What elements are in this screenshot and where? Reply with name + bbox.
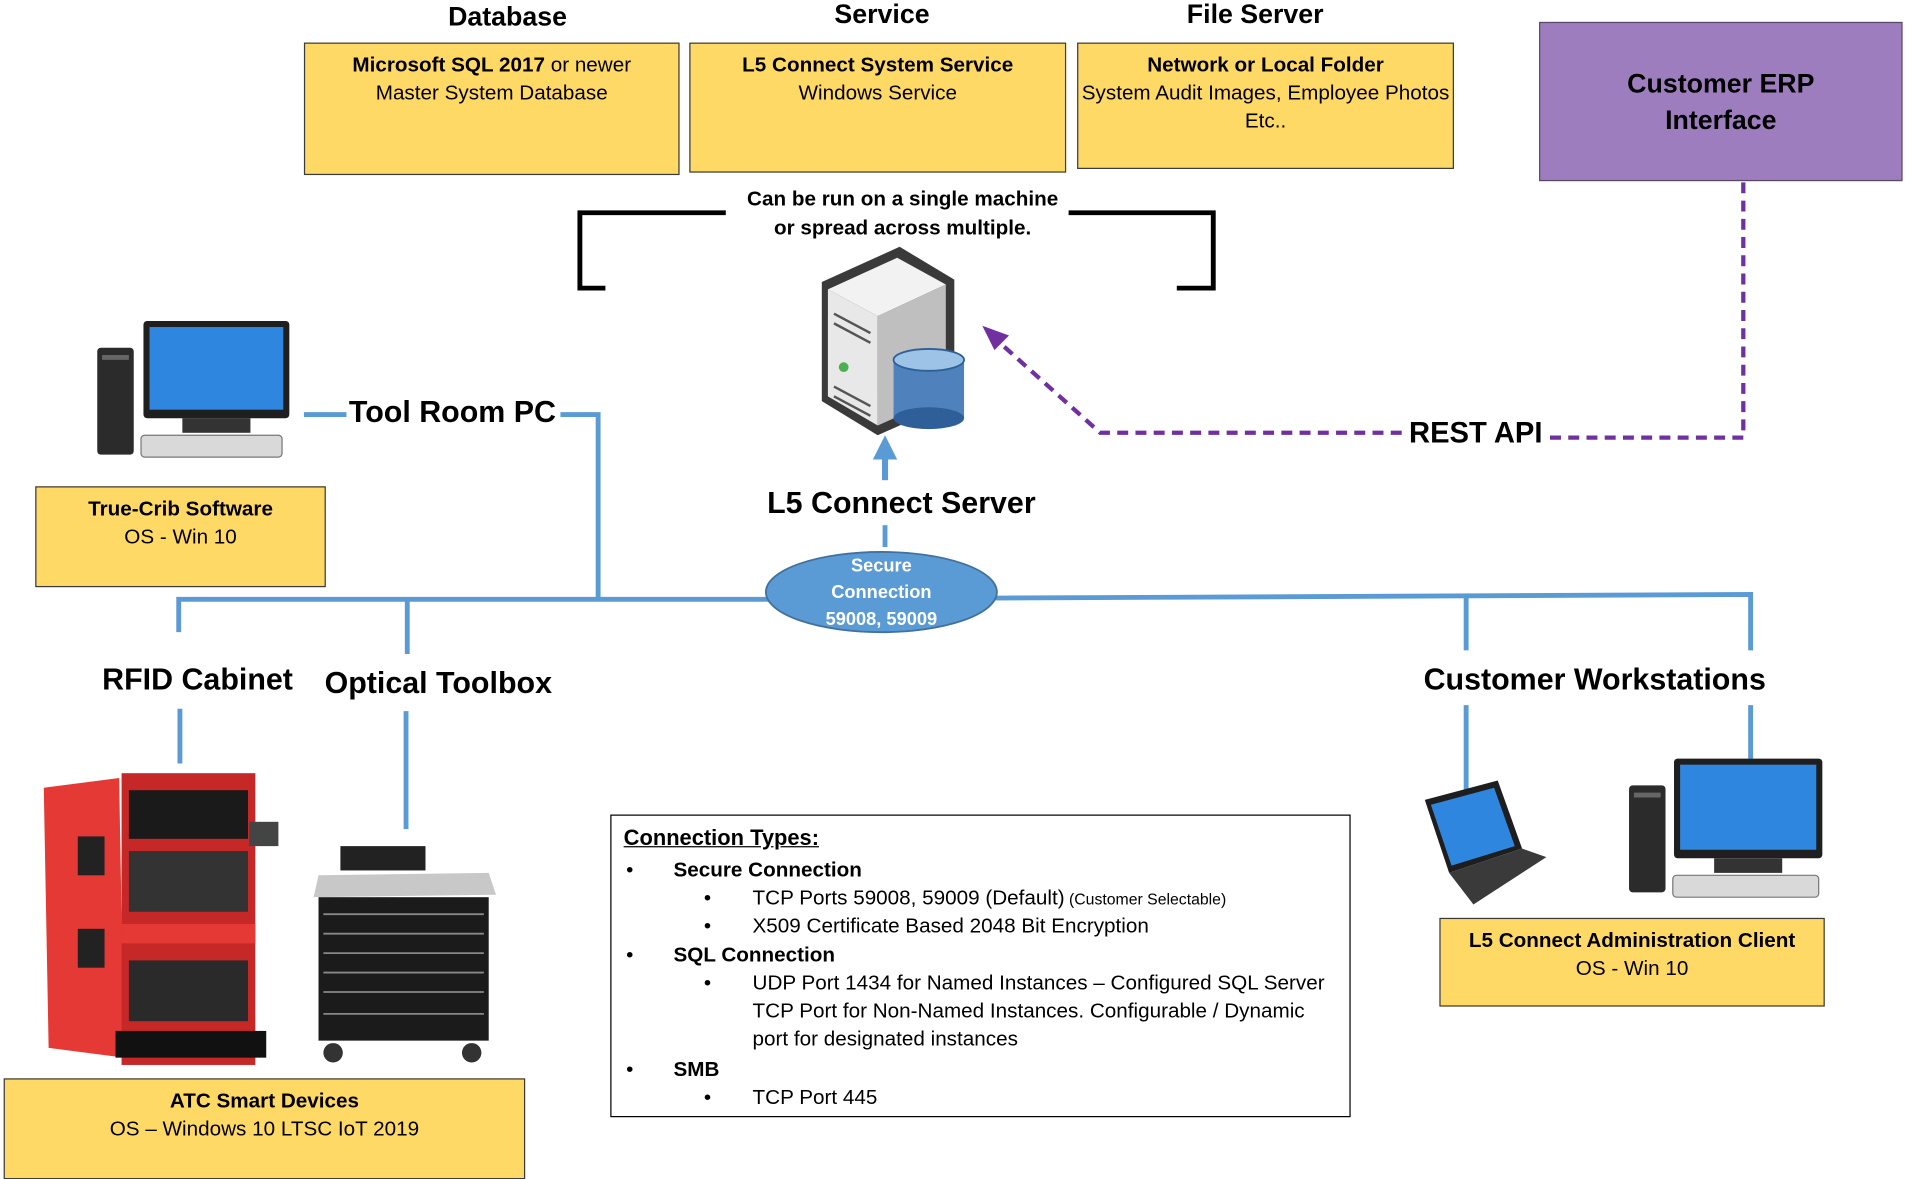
heading-file-server: File Server — [1186, 0, 1324, 30]
database-cylinder-icon — [892, 347, 965, 430]
file-server-name: Network or Local Folder — [1147, 53, 1384, 77]
bus-right — [987, 592, 1754, 651]
admin-client-name: L5 Connect Administration Client — [1468, 928, 1796, 952]
label-tool-room-pc: Tool Room PC — [346, 395, 559, 431]
database-engine-suffix: or newer — [544, 53, 632, 77]
legend-item-text: TCP Ports 59008, 59009 (Default) — [752, 886, 1065, 910]
legend-heading: SQL Connection — [673, 943, 836, 967]
true-crib-box: True-Crib Software OS - Win 10 — [35, 486, 326, 588]
heading-database: Database — [448, 1, 568, 32]
label-rfid-cabinet: RFID Cabinet — [99, 662, 296, 698]
atc-os: OS – Windows 10 LTSC IoT 2019 — [109, 1117, 420, 1141]
bullet: • — [703, 886, 712, 910]
bullet: • — [703, 914, 712, 938]
atc-box: ATC Smart Devices OS – Windows 10 LTSC I… — [3, 1078, 526, 1179]
pc-link-right — [560, 412, 601, 600]
bullet: • — [703, 1085, 712, 1109]
optical-toolbox-icon — [313, 846, 497, 1063]
erp-line2: Interface — [1665, 104, 1777, 135]
label-customer-workstations: Customer Workstations — [1421, 662, 1769, 698]
network-lines — [176, 412, 1754, 830]
admin-client-box: L5 Connect Administration Client OS - Wi… — [1439, 917, 1825, 1007]
server-arrow — [872, 435, 898, 460]
laptop-icon — [1424, 780, 1547, 905]
bullet: • — [626, 858, 634, 882]
erp-line1: Customer ERP — [1627, 68, 1815, 99]
secure-connection-ellipse — [764, 551, 998, 634]
label-optical-toolbox: Optical Toolbox — [322, 666, 555, 702]
atc-name: ATC Smart Devices — [169, 1089, 359, 1113]
service-box: L5 Connect System Service Windows Servic… — [689, 42, 1067, 173]
label-server: L5 Connect Server — [764, 486, 1039, 522]
legend-item: TCP Port 445 — [752, 1085, 878, 1109]
heading-service: Service — [834, 0, 930, 30]
customer-erp-box: Customer ERP Interface — [1539, 21, 1903, 182]
file-server-description: System Audit Images, Employee Photos Etc… — [1081, 81, 1450, 133]
legend-title: Connection Types: — [623, 825, 820, 850]
bullet: • — [703, 971, 712, 995]
admin-client-os: OS - Win 10 — [1575, 956, 1689, 980]
deployment-note: Can be run on a single machine or spread… — [742, 185, 1064, 243]
bullet: • — [626, 1057, 634, 1081]
left-bracket — [577, 210, 726, 291]
rfid-cabinet-icon — [43, 773, 279, 1065]
legend-item: X509 Certificate Based 2048 Bit Encrypti… — [752, 914, 1149, 938]
note-line2: or spread across multiple. — [774, 216, 1032, 240]
rest-api-arrow — [982, 325, 1010, 351]
note-line1: Can be run on a single machine — [747, 187, 1059, 211]
rest-api-line — [993, 182, 1746, 440]
legend-item-suffix: (Customer Selectable) — [1064, 889, 1227, 909]
service-name: L5 Connect System Service — [742, 53, 1014, 77]
label-rest-api: REST API — [1406, 416, 1545, 452]
legend-item: UDP Port 1434 for Named Instances – Conf… — [752, 971, 1325, 1051]
right-bracket — [1068, 210, 1216, 291]
connection-types-legend: Connection Types: • Secure Connection • … — [610, 814, 1351, 1118]
secure-connection-label: Secure Connection 59008, 59009 — [766, 553, 997, 633]
secure-line2: Connection — [831, 582, 932, 603]
database-box: Microsoft SQL 2017 or newer Master Syste… — [303, 42, 680, 176]
file-server-box: Network or Local Folder System Audit Ima… — [1077, 42, 1454, 169]
true-crib-name: True-Crib Software — [88, 497, 273, 521]
database-description: Master System Database — [375, 81, 608, 105]
true-crib-os: OS - Win 10 — [124, 525, 237, 549]
bullet: • — [626, 943, 634, 967]
database-engine: Microsoft SQL 2017 — [352, 53, 545, 77]
secure-ports: 59008, 59009 — [825, 609, 938, 630]
service-description: Windows Service — [798, 81, 957, 105]
desktop-pc-icon — [1629, 758, 1823, 898]
legend-item: TCP Ports 59008, 59009 (Default) (Custom… — [753, 884, 1337, 913]
bus-left — [176, 596, 779, 633]
legend-heading: Secure Connection — [673, 858, 862, 882]
secure-line1: Secure — [850, 555, 912, 577]
desktop-pc-icon — [97, 320, 290, 458]
legend-heading: SMB — [673, 1057, 720, 1081]
